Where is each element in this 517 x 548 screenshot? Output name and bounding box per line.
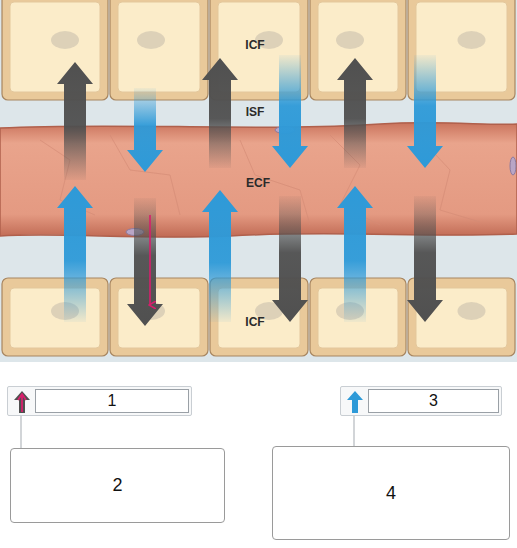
cell <box>2 278 108 356</box>
callout-number: 1 <box>108 392 117 410</box>
cell <box>110 0 208 100</box>
interstitial-space <box>0 0 517 362</box>
compartment-label: ECF <box>246 177 270 189</box>
compartment-label: ICF <box>245 316 264 328</box>
highlight-arrow <box>149 215 151 305</box>
endothelial-nucleus <box>510 157 516 175</box>
callout-number: 2 <box>112 475 122 496</box>
fluid-shift-arrow <box>407 55 443 168</box>
fluid-shift-arrow <box>127 198 163 326</box>
fluid-shift-arrow <box>407 196 443 322</box>
fluid-shift-arrow <box>337 186 373 322</box>
callout-box: 2 <box>10 448 225 523</box>
legend-key: 1 <box>7 386 192 416</box>
compartment-label: ICF <box>245 39 264 51</box>
fluid-shift-arrow <box>337 58 373 168</box>
fluid-shift-arrow <box>202 190 238 322</box>
key-arrow-icon <box>12 390 32 414</box>
fluid-shift-arrow <box>202 58 238 168</box>
callout-number: 3 <box>429 392 438 410</box>
fluid-shift-arrow <box>57 62 93 180</box>
fluid-shift-arrow <box>272 196 308 322</box>
leader-line <box>20 416 21 448</box>
cell <box>2 0 108 100</box>
compartment-label: ISF <box>246 106 265 118</box>
fluid-shift-arrow <box>57 186 93 322</box>
fluid-shift-arrow <box>272 55 308 168</box>
callout-box: 4 <box>272 446 510 540</box>
cell <box>110 278 208 356</box>
key-arrow-icon <box>345 390 365 414</box>
callout-number: 4 <box>386 483 396 504</box>
fluid-shift-arrow <box>127 88 163 172</box>
legend-key: 3 <box>340 386 502 416</box>
fluid-arrows <box>57 55 443 326</box>
leader-line <box>353 416 354 446</box>
key-text-box: 3 <box>368 389 499 413</box>
key-text-box: 1 <box>35 389 189 413</box>
